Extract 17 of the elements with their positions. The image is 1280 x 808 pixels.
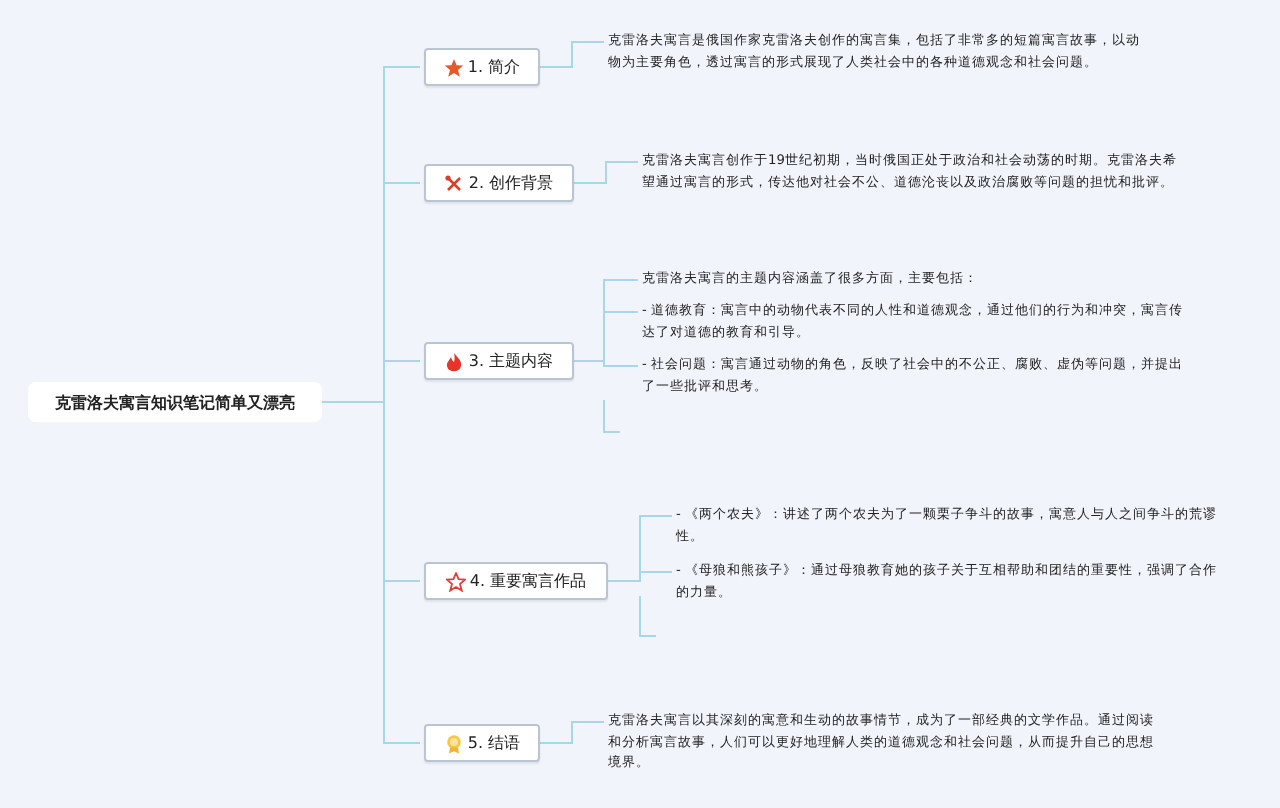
topic-box [424,342,574,380]
topic-label: 3. 主题内容 [468,350,554,372]
connector-line [573,161,639,184]
connector-line [539,721,605,744]
connector-line [607,571,673,582]
connector-line [573,360,639,367]
topic-box [424,48,540,86]
topic-label: 4. 重要寓言作品 [469,570,587,592]
title-box: 克雷洛夫寓言知识笔记简单又漂亮 [28,382,322,422]
connector-line [539,41,605,68]
topic-label: 1. 简介 [467,56,521,78]
topic-box [424,724,540,762]
connector-line [321,401,421,744]
topic-box [424,562,608,600]
topic-box [424,164,574,202]
topic-label: 2. 创作背景 [468,172,554,194]
topic-label: 5. 结语 [467,732,521,754]
